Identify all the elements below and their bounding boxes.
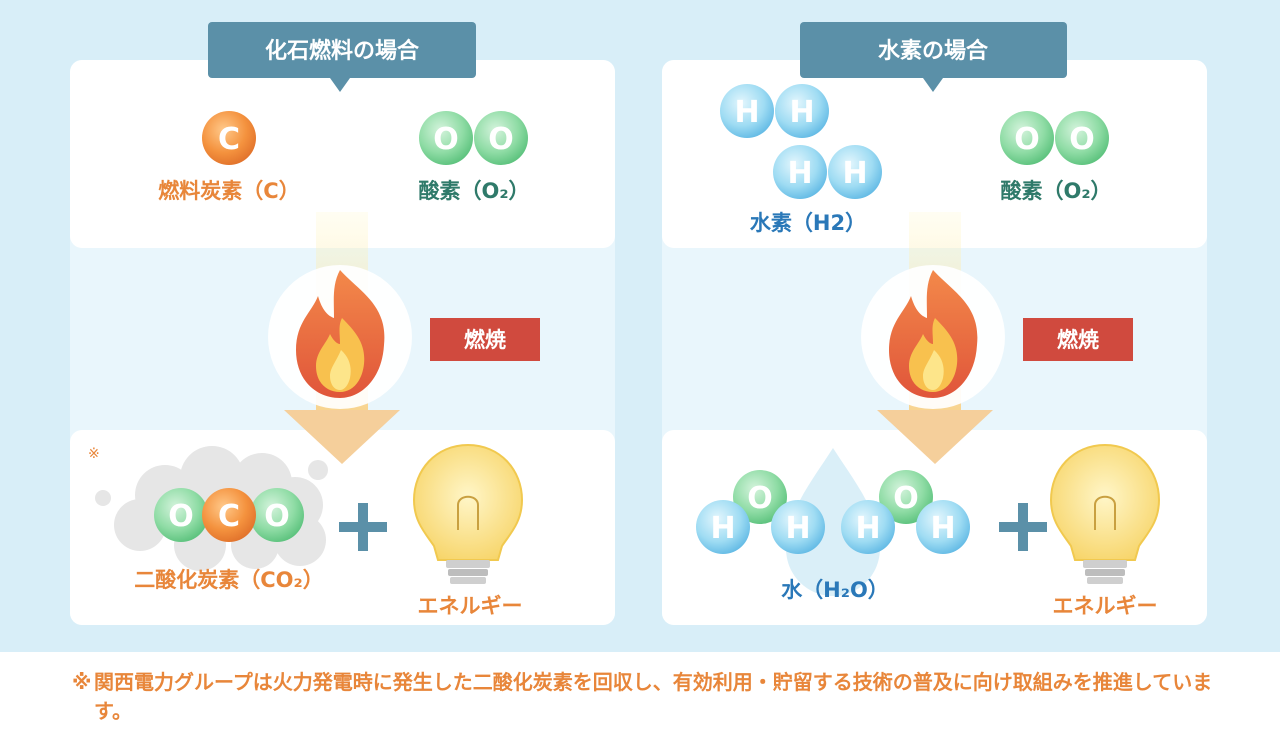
oxygen-atom-symbol: O <box>1069 122 1095 157</box>
hydrogen-title: 水素の場合 <box>878 38 989 64</box>
co2-label: 二酸化炭素（CO₂） <box>134 568 323 592</box>
flame-icon <box>268 265 412 409</box>
asterisk-mark: ※ <box>88 446 100 462</box>
co2-molecule: O C O <box>154 488 304 542</box>
oxygen-atom-symbol: O <box>433 122 459 157</box>
plus-icon <box>339 503 387 551</box>
water-label: 水（H₂O） <box>781 578 889 602</box>
burn-label: 燃焼 <box>464 328 506 352</box>
water-atom-symbol: O <box>893 481 919 516</box>
energy-label: エネルギー <box>1053 594 1158 618</box>
oxygen-label: 酸素（O₂） <box>418 179 529 203</box>
water-atom-symbol: O <box>747 481 773 516</box>
carbon-atom-symbol: C <box>218 122 240 157</box>
hydrogen-atom-symbol: H <box>789 95 814 130</box>
hydrogen-label: 水素（H2） <box>750 211 866 235</box>
footnote-text: 関西電力グループは火力発電時に発生した二酸化炭素を回収し、有効利用・貯留する技術… <box>94 670 1213 723</box>
lightbulb-icon <box>1049 443 1161 584</box>
co2-atom-symbol: C <box>218 499 240 534</box>
oxygen-molecule: O O <box>1000 111 1109 165</box>
co2-atom-symbol: O <box>264 499 290 534</box>
water-molecules: H O H H O H <box>696 470 970 554</box>
hydrogen-atom-symbol: H <box>842 156 867 191</box>
hydrogen-panel: 水素の場合 H H H H 水素（H2） O O 酸素（O₂） <box>662 22 1207 625</box>
fossil-title-tab: 化石燃料の場合 <box>208 22 476 92</box>
water-atom-symbol: H <box>855 511 880 546</box>
water-atom-symbol: H <box>930 511 955 546</box>
burn-badge: 燃焼 <box>1023 318 1133 361</box>
burn-badge: 燃焼 <box>430 318 540 361</box>
oxygen-atom-symbol: O <box>488 122 514 157</box>
hydrogen-molecules: H H H H <box>720 84 882 199</box>
carbon-atom: C <box>202 111 256 165</box>
water-atom-symbol: H <box>785 511 810 546</box>
water-drop-icon <box>786 448 880 596</box>
oxygen-molecule: O O <box>419 111 528 165</box>
lightbulb-icon <box>412 443 524 584</box>
fossil-title: 化石燃料の場合 <box>265 38 420 64</box>
burn-label: 燃焼 <box>1057 328 1099 352</box>
carbon-label: 燃料炭素（C） <box>158 179 299 203</box>
footnote-mark: ※ <box>72 670 92 694</box>
water-atom-symbol: H <box>710 511 735 546</box>
oxygen-atom-symbol: O <box>1014 122 1040 157</box>
plus-icon <box>999 503 1047 551</box>
hydrogen-atom-symbol: H <box>787 156 812 191</box>
hydrogen-atom-symbol: H <box>734 95 759 130</box>
energy-label: エネルギー <box>418 594 523 618</box>
oxygen-label: 酸素（O₂） <box>1000 179 1111 203</box>
co2-atom-symbol: O <box>168 499 194 534</box>
fossil-fuel-panel: 化石燃料の場合 C 燃料炭素（C） O O 酸素（O₂） <box>70 22 615 625</box>
footnote: ※ 関西電力グループは火力発電時に発生した二酸化炭素を回収し、有効利用・貯留する… <box>72 668 1222 726</box>
flame-icon <box>861 265 1005 409</box>
fossil-reactants-card <box>70 60 615 248</box>
hydrogen-title-tab: 水素の場合 <box>800 22 1067 92</box>
